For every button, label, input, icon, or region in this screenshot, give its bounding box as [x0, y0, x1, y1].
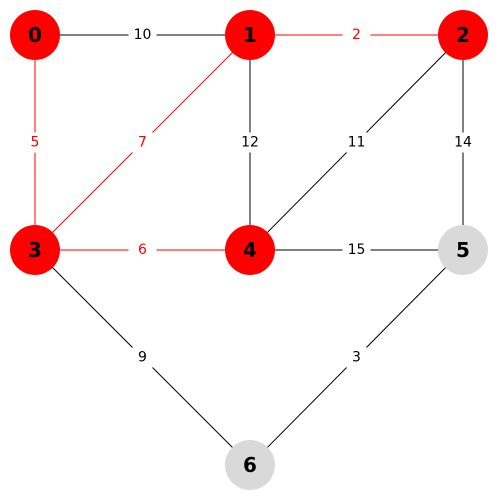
- node-2: 2: [438, 10, 488, 60]
- node-1: 1: [225, 10, 275, 60]
- node-3: 3: [10, 225, 60, 275]
- node-circle-6: [225, 440, 275, 490]
- node-label-1: 1: [243, 23, 257, 47]
- node-6: 6: [225, 440, 275, 490]
- node-circle-5: [438, 225, 488, 275]
- edge-weight-1-3: 7: [138, 135, 147, 151]
- edge-label-bg-1-4: [236, 132, 264, 153]
- node-label-2: 2: [456, 23, 470, 47]
- node-circle-3: [10, 225, 60, 275]
- edge-label-bg-2-5: [449, 132, 477, 153]
- node-label-3: 3: [28, 238, 42, 262]
- edge-label-bg-3-6: [128, 347, 157, 368]
- edge-weight-1-4: 12: [241, 135, 259, 151]
- edge-weight-2-4: 11: [348, 135, 366, 151]
- edge-label-bg-2-4: [342, 132, 371, 153]
- edge-label-bg-3-4: [128, 240, 157, 260]
- edge-label-bg-4-5: [342, 240, 371, 260]
- edge-weight-5-6: 3: [352, 350, 361, 366]
- edge-label-bg-1-3: [128, 132, 157, 153]
- edge-weight-3-6: 9: [138, 350, 147, 366]
- node-4: 4: [225, 225, 275, 275]
- edge-weight-1-2: 2: [352, 27, 361, 43]
- edge-weight-2-5: 14: [454, 135, 472, 151]
- node-label-6: 6: [243, 453, 257, 477]
- node-circle-0: [10, 10, 60, 60]
- node-label-5: 5: [456, 238, 470, 262]
- node-label-4: 4: [243, 238, 257, 262]
- node-label-0: 0: [28, 23, 42, 47]
- node-5: 5: [438, 225, 488, 275]
- edge-weight-0-3: 5: [31, 135, 40, 151]
- node-circle-4: [225, 225, 275, 275]
- edge-label-bg-0-1: [128, 25, 157, 45]
- edge-weight-4-5: 15: [348, 242, 366, 258]
- node-0: 0: [10, 10, 60, 60]
- edge-label-bg-1-2: [342, 25, 371, 45]
- edge-label-bg-5-6: [342, 347, 371, 368]
- edge-weight-0-1: 10: [134, 27, 152, 43]
- edge-weight-3-4: 6: [138, 242, 147, 258]
- node-circle-2: [438, 10, 488, 60]
- edge-label-bg-0-3: [21, 132, 49, 153]
- node-circle-1: [225, 10, 275, 60]
